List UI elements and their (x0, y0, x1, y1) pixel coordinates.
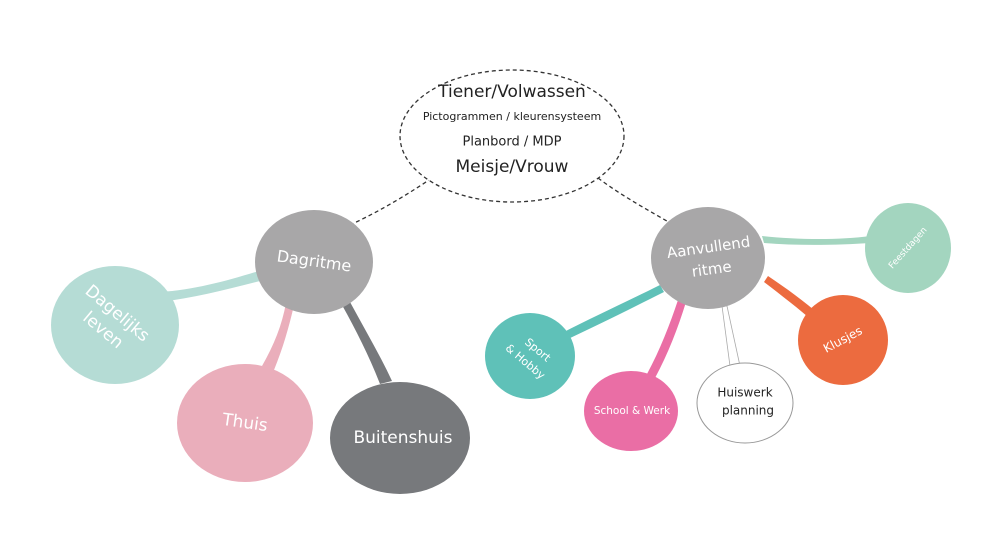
branch-feestdagen (762, 236, 870, 245)
branch-school-werk (647, 300, 686, 378)
thuis-node: Thuis (177, 364, 313, 482)
school-werk-bubble (584, 371, 678, 451)
aanvullend-ritme-line-2: ritme (690, 257, 732, 280)
connector-center-aanvullend (597, 177, 673, 225)
school-werk-label: School & Werk (594, 405, 671, 417)
huiswerk-planning-bubble (696, 362, 794, 444)
aanvullend-branches (562, 236, 870, 378)
huiswerk-planning-line-1: Huiswerk (717, 386, 772, 400)
dagelijks-leven-node: Dagelijks leven (51, 266, 179, 384)
buitenshuis-node: Buitenshuis (330, 382, 470, 494)
school-werk-node: School & Werk (584, 371, 678, 451)
aanvullend-ritme-bubble (651, 207, 765, 309)
dagritme-branches (160, 270, 392, 384)
center-line-3: Planbord / MDP (463, 135, 562, 150)
sport-hobby-bubble (485, 313, 575, 399)
dagelijks-leven-bubble (51, 266, 179, 384)
klusjes-node: Klusjes (798, 295, 888, 385)
dagritme-node: Dagritme (255, 210, 373, 314)
sport-hobby-node: Sport & Hobby (485, 313, 575, 399)
aanvullend-ritme-node: Aanvullend ritme (651, 207, 765, 309)
center-connectors (347, 177, 673, 227)
center-line-1: Tiener/Volwassen (437, 82, 586, 102)
feestdagen-node: Feestdagen (865, 203, 951, 293)
center-line-2: Pictogrammen / kleurensysteem (423, 110, 601, 123)
buitenshuis-label: Buitenshuis (353, 428, 452, 448)
center-line-4: Meisje/Vrouw (456, 157, 569, 177)
klusjes-bubble (798, 295, 888, 385)
feestdagen-bubble (865, 203, 951, 293)
branch-thuis (262, 303, 294, 370)
huiswerk-planning-node: Huiswerk planning (696, 362, 794, 444)
dagritme-bubble (255, 210, 373, 314)
branch-buitenshuis (342, 302, 392, 384)
branch-sport-hobby (562, 285, 664, 340)
connector-center-dagritme (347, 177, 433, 227)
huiswerk-planning-line-2: planning (722, 404, 774, 418)
center-node: Tiener/Volwassen Pictogrammen / kleurens… (399, 69, 625, 203)
buitenshuis-bubble (330, 382, 470, 494)
thuis-bubble (177, 364, 313, 482)
center-bubble (399, 69, 625, 203)
branch-klusjes (764, 276, 820, 322)
branch-huiswerk (721, 305, 741, 367)
branch-dagelijks-leven (160, 270, 264, 302)
